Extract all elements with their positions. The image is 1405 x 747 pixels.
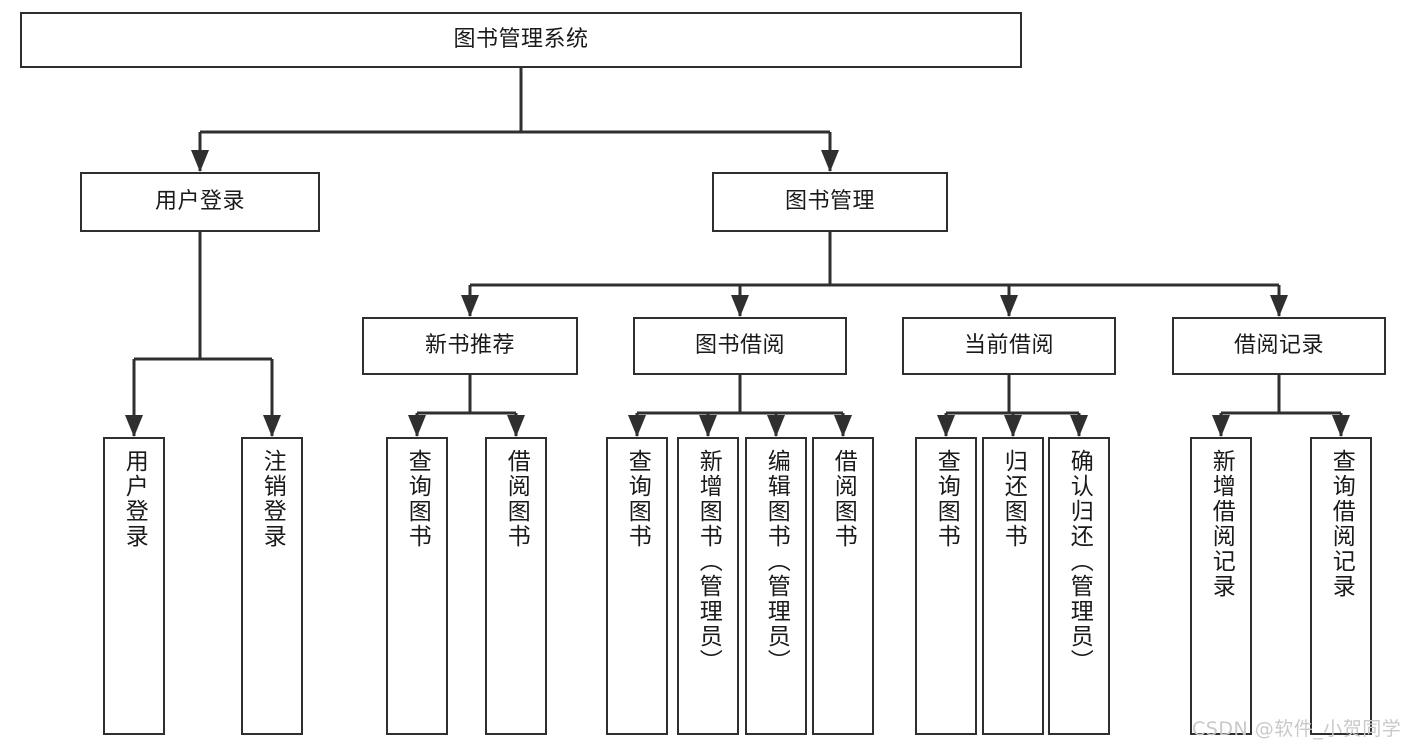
node-leaf-13[interactable]: 查询借阅记录	[1310, 437, 1372, 735]
arrow-head-icon	[1004, 415, 1022, 437]
node-label: 新书推荐	[424, 332, 515, 358]
node-leaf-11[interactable]: 确认归还（管理员）	[1048, 437, 1110, 735]
node-label: 借阅图书	[830, 449, 857, 549]
node-login[interactable]: 用户登录	[80, 172, 320, 232]
arrow-head-icon	[834, 415, 852, 437]
node-label: 图书管理系统	[453, 26, 589, 52]
node-root[interactable]: 图书管理系统	[20, 12, 1022, 68]
node-leaf-4[interactable]: 借阅图书	[485, 437, 547, 735]
node-label: 归还图书	[1000, 449, 1027, 549]
node-label: 图书管理	[784, 188, 875, 214]
node-label: 新增借阅记录	[1208, 449, 1235, 599]
node-borrow[interactable]: 图书借阅	[633, 317, 847, 375]
node-leaf-8[interactable]: 借阅图书	[812, 437, 874, 735]
node-leaf-6[interactable]: 新增图书（管理员）	[677, 437, 739, 735]
node-label: 新增图书（管理员）	[695, 449, 722, 674]
arrow-head-icon	[507, 415, 525, 437]
node-label: 注销登录	[259, 449, 286, 549]
node-leaf-7[interactable]: 编辑图书（管理员）	[745, 437, 807, 735]
node-label: 编辑图书（管理员）	[763, 449, 790, 674]
node-label: 图书借阅	[694, 332, 785, 358]
node-label: 借阅记录	[1233, 332, 1324, 358]
node-current[interactable]: 当前借阅	[902, 317, 1116, 375]
arrow-head-icon	[731, 295, 749, 317]
arrow-head-icon	[1332, 415, 1350, 437]
arrow-head-icon	[628, 415, 646, 437]
node-label: 查询图书	[624, 449, 651, 549]
node-label: 用户登录	[121, 449, 148, 549]
node-leaf-2[interactable]: 注销登录	[241, 437, 303, 735]
node-label: 确认归还（管理员）	[1066, 449, 1093, 674]
node-leaf-10[interactable]: 归还图书	[982, 437, 1044, 735]
arrow-head-icon	[767, 415, 785, 437]
arrow-head-icon	[461, 295, 479, 317]
arrow-head-icon	[263, 415, 281, 437]
node-leaf-12[interactable]: 新增借阅记录	[1190, 437, 1252, 735]
node-label: 当前借阅	[963, 332, 1054, 358]
arrow-head-icon	[408, 415, 426, 437]
node-label: 查询借阅记录	[1328, 449, 1355, 599]
node-records[interactable]: 借阅记录	[1172, 317, 1386, 375]
arrow-head-icon	[1212, 415, 1230, 437]
node-leaf-1[interactable]: 用户登录	[103, 437, 165, 735]
node-label: 查询图书	[404, 449, 431, 549]
node-newbook[interactable]: 新书推荐	[362, 317, 578, 375]
node-leaf-9[interactable]: 查询图书	[915, 437, 977, 735]
node-label: 借阅图书	[503, 449, 530, 549]
arrow-head-icon	[937, 415, 955, 437]
arrow-head-icon	[1070, 415, 1088, 437]
arrow-head-icon	[821, 150, 839, 172]
node-leaf-3[interactable]: 查询图书	[386, 437, 448, 735]
arrow-head-icon	[699, 415, 717, 437]
arrow-head-icon	[1000, 295, 1018, 317]
arrow-head-icon	[125, 415, 143, 437]
node-leaf-5[interactable]: 查询图书	[606, 437, 668, 735]
arrow-head-icon	[191, 150, 209, 172]
node-bookmgmt[interactable]: 图书管理	[712, 172, 948, 232]
node-label: 用户登录	[154, 188, 245, 214]
arrow-head-icon	[1270, 295, 1288, 317]
node-label: 查询图书	[933, 449, 960, 549]
